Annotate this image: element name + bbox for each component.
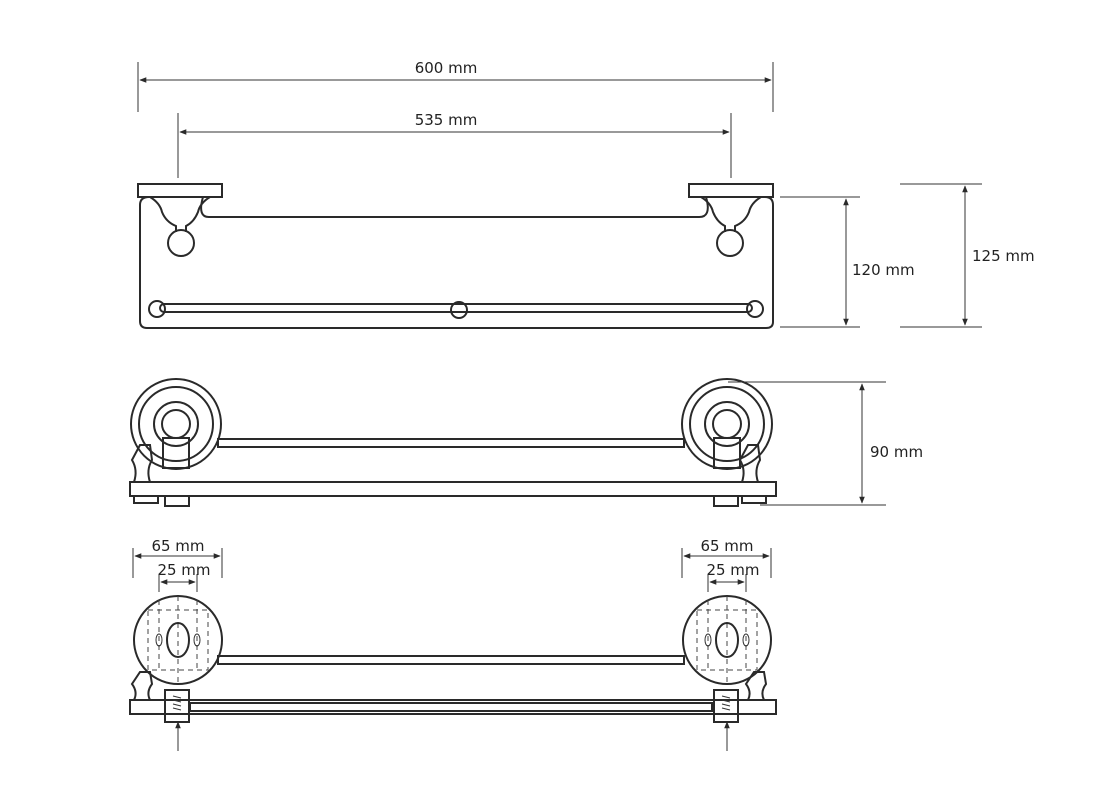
dimension-label-rosette-right: 65 mm <box>700 537 753 555</box>
dimension-label-width: 600 mm <box>415 59 478 77</box>
bottom-rail-lower <box>189 702 713 712</box>
right-mounting-plate <box>682 595 772 751</box>
middle-view: 90 mm <box>129 378 923 507</box>
bottom-view: 65 mm 25 mm 65 mm 25 mm <box>129 537 777 751</box>
front-view: 600 mm 535 mm 120 <box>137 59 1035 329</box>
left-rosette-middle <box>130 378 222 483</box>
shelf-glass-panel <box>139 196 774 329</box>
right-bracket-front <box>688 183 774 257</box>
right-rosette-middle <box>681 378 773 483</box>
left-mounting-plate <box>133 595 223 751</box>
dimension-label-spacing: 535 mm <box>415 111 478 129</box>
dimension-label-rosette-left: 65 mm <box>151 537 204 555</box>
dimension-label-holes-left: 25 mm <box>157 561 210 579</box>
bottom-rail-upper <box>217 655 685 665</box>
middle-rail <box>217 438 685 448</box>
middle-glass-plate <box>129 481 777 497</box>
bottom-base-plate <box>129 699 777 715</box>
front-rail <box>148 300 764 319</box>
dimension-label-holes-right: 25 mm <box>706 561 759 579</box>
dimension-label-depth: 90 mm <box>870 443 923 461</box>
left-bracket-front <box>137 183 223 257</box>
dimension-label-shelf-height: 120 mm <box>852 261 915 279</box>
dimension-label-overall-height: 125 mm <box>972 247 1035 265</box>
